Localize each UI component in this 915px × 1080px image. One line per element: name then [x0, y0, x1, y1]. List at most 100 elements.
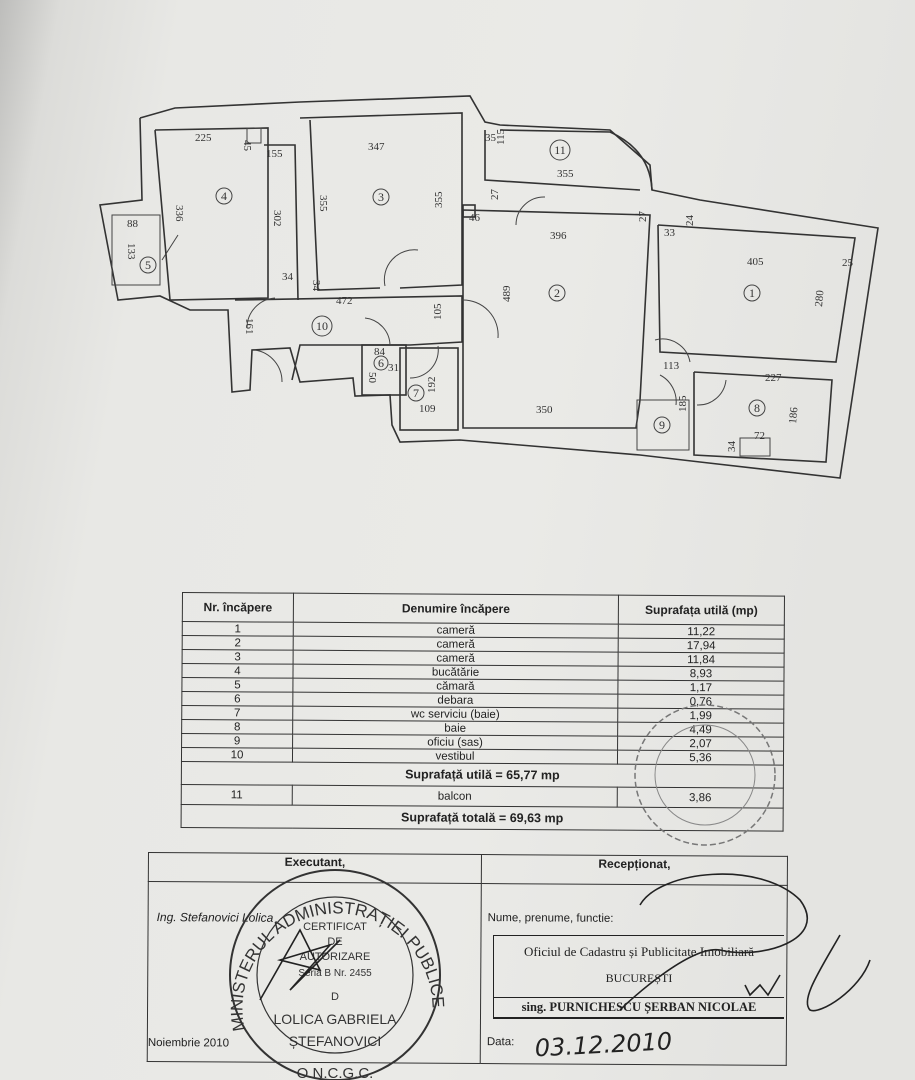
- svg-text:6: 6: [378, 356, 384, 370]
- svg-text:72: 72: [754, 430, 765, 442]
- office-city: BUCUREȘTI: [605, 971, 673, 985]
- svg-text:472: 472: [336, 295, 353, 307]
- svg-text:24: 24: [684, 215, 696, 227]
- room-label: 6: [373, 355, 389, 371]
- svg-text:10: 10: [316, 319, 328, 333]
- svg-text:2: 2: [554, 286, 560, 300]
- office-signatory: sing. PURNICHESCU ȘERBAN NICOLAE: [494, 997, 784, 1018]
- table-cell: 5,36: [617, 750, 784, 766]
- room-label: 7: [407, 384, 425, 402]
- svg-text:355: 355: [557, 168, 574, 180]
- table-cell: 6: [181, 691, 293, 707]
- table-cell: 9: [181, 733, 293, 749]
- table-cell: 3: [182, 649, 294, 665]
- room-label: 8: [748, 399, 766, 417]
- svg-text:347: 347: [368, 141, 385, 153]
- svg-text:27: 27: [637, 211, 649, 223]
- table-cell: balcon: [292, 785, 618, 808]
- svg-text:355: 355: [433, 191, 445, 208]
- table-cell: 3,86: [617, 787, 784, 809]
- table-cell: 2: [182, 635, 294, 651]
- svg-text:33: 33: [664, 227, 676, 239]
- room-label: 10: [311, 315, 333, 337]
- svg-text:31: 31: [388, 362, 399, 374]
- receptionat-label: Recepționat,: [481, 854, 788, 886]
- svg-text:46: 46: [469, 212, 481, 224]
- svg-text:4: 4: [221, 189, 227, 203]
- svg-text:84: 84: [374, 346, 386, 358]
- svg-text:115: 115: [495, 128, 507, 145]
- svg-text:11: 11: [554, 143, 566, 157]
- executant-cell: Ing. Stefanovici Lolica Noiembrie 2010: [147, 881, 482, 1064]
- svg-text:3: 3: [378, 190, 384, 204]
- svg-text:34: 34: [726, 441, 738, 453]
- table-cell: 8: [181, 719, 293, 735]
- ocpi-stamp-box: Oficiul de Cadastru și Publicitate Imobi…: [493, 935, 784, 1019]
- svg-text:355: 355: [317, 195, 329, 212]
- table-cell: Suprafață totală = 69,63 mp: [181, 804, 784, 832]
- svg-text:109: 109: [419, 403, 436, 415]
- svg-text:50: 50: [366, 372, 378, 384]
- table-cell: 11: [181, 784, 293, 806]
- table-cell: 11,84: [618, 652, 785, 668]
- table-cell: 7: [181, 705, 293, 721]
- svg-text:5: 5: [145, 258, 151, 272]
- executant-label: Executant,: [148, 852, 482, 884]
- header-name: Denumire încăpere: [293, 593, 619, 625]
- svg-text:489: 489: [501, 285, 513, 302]
- table-cell: 4: [181, 663, 294, 679]
- svg-text:227: 227: [765, 372, 782, 384]
- svg-text:185: 185: [677, 395, 689, 412]
- name-label: Nume, prenume, functie:: [487, 912, 614, 925]
- table-cell: 4,49: [617, 722, 784, 738]
- grand-total-row: Suprafață totală = 69,63 mp: [181, 804, 784, 832]
- header-area: Suprafața utilă (mp): [618, 595, 785, 626]
- table-cell: 2,07: [617, 736, 784, 752]
- svg-text:113: 113: [663, 360, 680, 372]
- svg-text:192: 192: [426, 377, 438, 394]
- table-cell: 1,99: [617, 708, 784, 724]
- svg-text:105: 105: [432, 303, 444, 320]
- table-cell: 1: [182, 621, 294, 637]
- executant-name: Ing. Stefanovici Lolica: [156, 910, 274, 925]
- dimensions: 225 45 155 347 355 355 302 336 88 133 34…: [125, 128, 854, 452]
- table-cell: 17,94: [618, 638, 785, 654]
- svg-text:34: 34: [282, 271, 294, 283]
- room-label: 5: [139, 256, 157, 274]
- svg-text:9: 9: [659, 418, 665, 432]
- table-cell: 5: [181, 677, 293, 693]
- svg-text:350: 350: [536, 404, 553, 416]
- svg-text:35: 35: [485, 132, 497, 144]
- header-nr: Nr. încăpere: [182, 592, 294, 623]
- table-cell: 8,93: [617, 666, 785, 682]
- svg-text:186: 186: [787, 406, 800, 424]
- svg-text:133: 133: [125, 243, 137, 260]
- svg-text:405: 405: [747, 256, 764, 268]
- svg-text:7: 7: [413, 386, 419, 400]
- office-name: Oficiul de Cadastru și Publicitate Imobi…: [524, 944, 754, 959]
- rooms-table: Nr. încăpere Denumire încăpere Suprafața…: [181, 592, 785, 832]
- svg-text:34: 34: [310, 280, 322, 292]
- room-numbers: 1 2 3 4 5 6 7 8 9 10 11: [139, 139, 766, 434]
- data-label: Data:: [486, 1036, 515, 1049]
- room-label: 4: [215, 187, 233, 205]
- svg-text:396: 396: [550, 230, 567, 242]
- table-cell: 11,22: [618, 624, 785, 640]
- svg-text:161: 161: [243, 318, 255, 335]
- executant-date: Noiembrie 2010: [147, 1037, 230, 1050]
- svg-text:25: 25: [842, 257, 854, 269]
- table-cell: 1,17: [617, 680, 784, 696]
- room-label: 11: [549, 139, 571, 161]
- svg-text:8: 8: [754, 401, 760, 415]
- svg-text:27: 27: [489, 189, 501, 201]
- svg-text:302: 302: [271, 210, 283, 227]
- room-label: 2: [548, 284, 566, 302]
- svg-text:88: 88: [127, 218, 139, 230]
- room-label: 1: [743, 284, 761, 302]
- table-cell: 0,76: [617, 694, 784, 710]
- svg-text:45: 45: [241, 140, 253, 152]
- doors: [161, 196, 727, 406]
- room-label: 3: [372, 188, 390, 206]
- table-header: Nr. încăpere Denumire încăpere Suprafața…: [182, 592, 785, 626]
